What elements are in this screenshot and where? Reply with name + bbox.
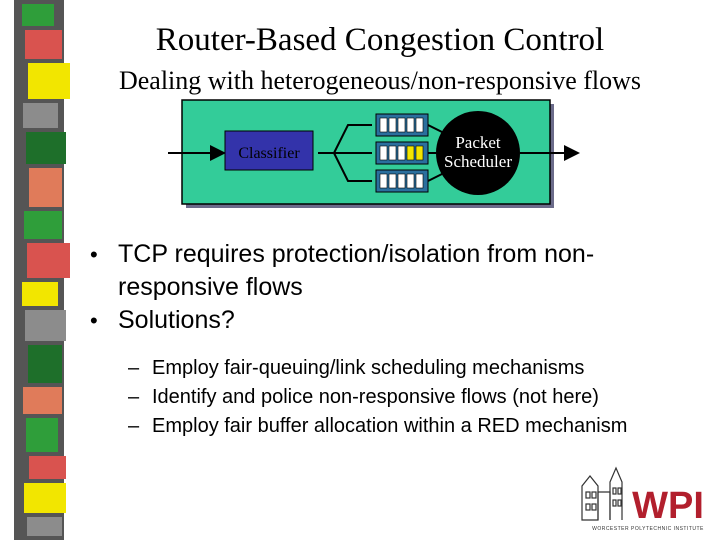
bullet-item: • TCP requires protection/isolation from…	[90, 238, 710, 304]
stripe-block	[26, 132, 66, 164]
sub-bullet-text: Identify and police non-responsive flows…	[152, 386, 599, 408]
classifier-box	[224, 130, 314, 171]
packet-scheduler	[436, 111, 520, 195]
stripe-block	[28, 345, 62, 383]
wpi-logo: WPI WORCESTER POLYTECHNIC INSTITUTE	[581, 466, 704, 532]
stripe-block	[26, 418, 58, 452]
bullet-marker: •	[90, 308, 98, 333]
branch-bracket	[318, 124, 372, 182]
logo-tagline: WORCESTER POLYTECHNIC INSTITUTE	[592, 526, 704, 532]
bullet-marker: •	[90, 242, 98, 267]
stripe-block	[22, 4, 54, 26]
bullet-text: Solutions?	[118, 306, 235, 334]
sub-bullet-marker: –	[128, 357, 140, 379]
bullet-item: • Solutions?	[90, 304, 710, 337]
sub-bullet-text: Employ fair-queuing/link scheduling mech…	[152, 357, 585, 379]
classifier-label: Classifier	[238, 145, 300, 162]
stripe-block	[29, 456, 66, 479]
stripe-block	[27, 517, 62, 536]
scheduler-label-line1: Packet	[455, 133, 501, 152]
slide-subtitle: Dealing with heterogeneous/non-responsiv…	[118, 66, 642, 95]
scheduler-label-line2: Scheduler	[444, 152, 512, 171]
stripe-block	[25, 310, 66, 341]
sub-bullet-item: – Employ fair-queuing/link scheduling me…	[128, 354, 708, 383]
slide-title: Router-Based Congestion Control	[155, 22, 605, 58]
queue-buffer	[375, 113, 429, 137]
stripe-block	[23, 103, 58, 128]
stripe-block	[22, 282, 58, 306]
stripe-block	[27, 243, 70, 278]
stripe-block	[29, 168, 62, 207]
sub-bullet-marker: –	[128, 386, 140, 408]
decorative-stripe	[0, 0, 76, 540]
bullet-text: TCP requires protection/isolation from n…	[118, 240, 595, 301]
queue-link-bottom	[427, 173, 443, 182]
sub-bullet-list: – Employ fair-queuing/link scheduling me…	[128, 354, 708, 441]
stripe-block	[23, 387, 62, 414]
stripe-block	[28, 63, 70, 99]
sub-bullet-text: Employ fair buffer allocation within a R…	[152, 415, 628, 437]
building-icon	[581, 466, 623, 521]
stripe-block	[24, 211, 62, 239]
queue-buffer	[375, 169, 429, 193]
sub-bullet-item: – Employ fair buffer allocation within a…	[128, 412, 708, 441]
sub-bullet-item: – Identify and police non-responsive flo…	[128, 383, 708, 412]
stripe-block	[25, 30, 62, 59]
stripe-block	[24, 483, 66, 513]
sub-bullet-marker: –	[128, 415, 140, 437]
queue-link-top	[427, 124, 443, 133]
queue-buffer	[375, 141, 429, 165]
bullet-list: • TCP requires protection/isolation from…	[90, 238, 710, 337]
logo-text: WPI	[632, 485, 704, 527]
